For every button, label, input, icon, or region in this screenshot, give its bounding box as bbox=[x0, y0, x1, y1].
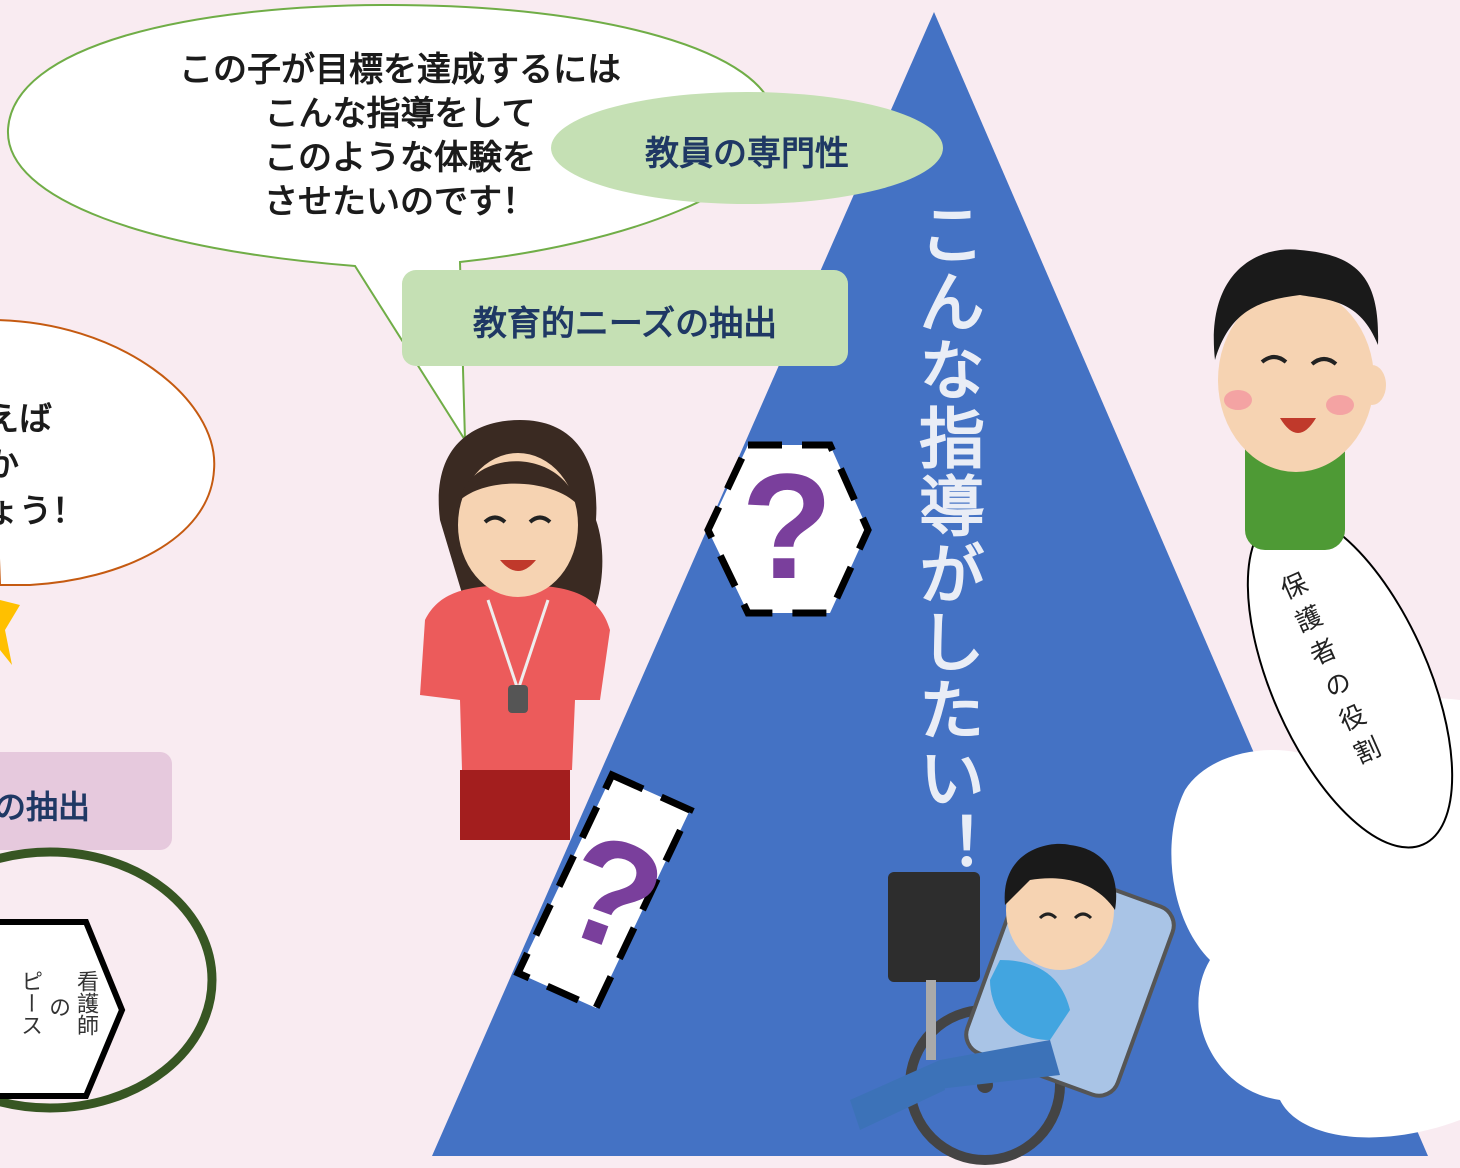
student-figure bbox=[850, 843, 1176, 1165]
left-tag-box bbox=[0, 752, 172, 850]
teacher-bubble-text: この子が目標を達成するには こんな指導をして このような体験を させたいのです！ bbox=[100, 48, 700, 224]
teacher-line-2: こんな指導をして bbox=[264, 94, 536, 134]
needs-tag-shape bbox=[402, 270, 848, 366]
green-ellipse bbox=[0, 847, 217, 1113]
left-line-1: えば bbox=[0, 399, 52, 438]
teacher-figure bbox=[420, 420, 610, 840]
nurse-text-col-1: 看護師 bbox=[73, 970, 98, 1036]
nurse-piece-text: 看護師 の ピース bbox=[17, 970, 98, 1036]
teacher-line-3: このような体験を bbox=[264, 138, 536, 178]
expertise-tag-label: 教員の専門性 bbox=[645, 134, 849, 174]
question-mark-top: ? bbox=[741, 442, 833, 610]
left-line-2: か bbox=[0, 445, 19, 484]
question-hexagon bbox=[704, 441, 872, 617]
needs-tag-label: 教育的ニーズの抽出 bbox=[472, 304, 778, 344]
expertise-tag-shape bbox=[551, 92, 943, 204]
starburst-shape bbox=[0, 600, 20, 665]
nurse-piece-shape bbox=[0, 919, 126, 1099]
question-rectangle bbox=[513, 770, 695, 1013]
left-line-3: ょう！ bbox=[0, 491, 85, 530]
left-tag-label: の抽出 bbox=[0, 788, 91, 826]
nurse-text-col-2: の bbox=[45, 996, 70, 1018]
guardian-figure bbox=[1213, 249, 1386, 550]
teacher-line-4: させたいのです！ bbox=[264, 182, 536, 222]
left-speech-bubble bbox=[0, 319, 216, 586]
nurse-text-col-3: ピース bbox=[17, 970, 42, 1036]
left-bubble-text: えば か ょう！ bbox=[0, 396, 85, 534]
teacher-line-1: この子が目標を達成するには bbox=[179, 50, 621, 90]
triangle-label: こんな指導がしたい！ bbox=[908, 200, 985, 880]
